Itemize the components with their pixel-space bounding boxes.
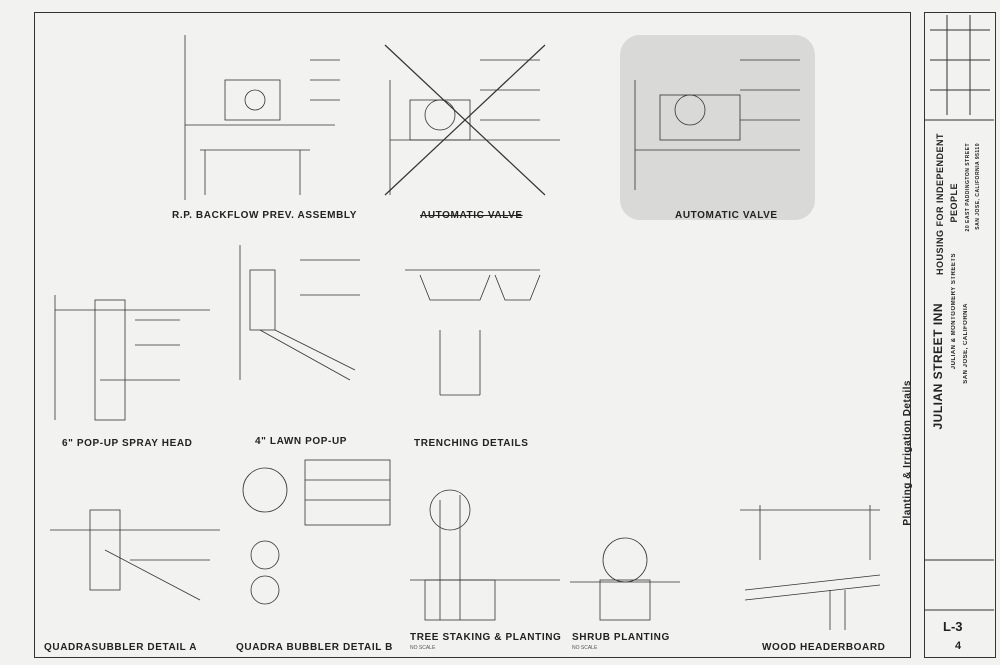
client-city: SAN JOSE, CALIFORNIA 95110 <box>975 143 981 230</box>
trenching-drawing <box>405 269 541 396</box>
detail-label-trenching: TRENCHING DETAILS <box>414 438 529 449</box>
shrub-scale-note: NO SCALE <box>572 645 598 651</box>
project-location: JULIAN & MONTGOMERY STREETS <box>951 253 957 370</box>
title-block: JULIAN STREET INN JULIAN & MONTGOMERY ST… <box>924 12 996 658</box>
tree-scale-note: NO SCALE <box>410 645 436 651</box>
detail-label-automatic-valve-struck: AUTOMATIC VALVE <box>420 210 523 221</box>
client-line2: PEOPLE <box>949 183 959 223</box>
tree-staking-drawing <box>410 489 560 621</box>
detail-label-shrub-planting: SHRUB PLANTING <box>572 632 670 643</box>
detail-label-popup-spray: 6" POP-UP SPRAY HEAD <box>62 438 193 449</box>
detail-label-wood-header: WOOD HEADERBOARD <box>762 642 886 653</box>
client-address: 20 EAST PADDINGTON STREET <box>965 143 971 232</box>
struck-valve-drawing <box>384 44 560 196</box>
detail-label-quadra-b: QUADRA BUBBLER DETAIL B <box>236 642 393 653</box>
drawing-border <box>34 12 911 658</box>
lawn-popup-drawing <box>239 245 360 381</box>
detail-label-lawn-popup: 4" LAWN POP-UP <box>255 436 348 447</box>
detail-label-automatic-valve: AUTOMATIC VALVE <box>675 210 778 221</box>
shrub-drawing <box>570 537 680 621</box>
backflow-drawing <box>184 35 340 200</box>
sheet-vertical-caption: Planting & Irrigation Details <box>902 380 913 526</box>
automatic-valve-drawing <box>634 59 800 190</box>
detail-label-rp-backflow: R.P. BACKFLOW PREV. ASSEMBLY <box>172 210 357 221</box>
quadra-a-drawing <box>50 509 220 601</box>
detail-label-quadra-a: QUADRASUBBLER DETAIL A <box>44 642 198 653</box>
client-line1: HOUSING FOR INDEPENDENT <box>935 133 945 276</box>
quadra-b-drawing <box>242 459 391 605</box>
sheet-number: L-3 <box>943 619 963 634</box>
detail-label-tree-staking: TREE STAKING & PLANTING <box>410 632 562 643</box>
spray-head-drawing <box>54 295 210 421</box>
project-city: SAN JOSE, CALIFORNIA <box>963 303 969 384</box>
headerboard-drawing <box>740 505 881 630</box>
project-name: JULIAN STREET INN <box>931 303 945 430</box>
sheet-count: 4 <box>955 640 962 652</box>
